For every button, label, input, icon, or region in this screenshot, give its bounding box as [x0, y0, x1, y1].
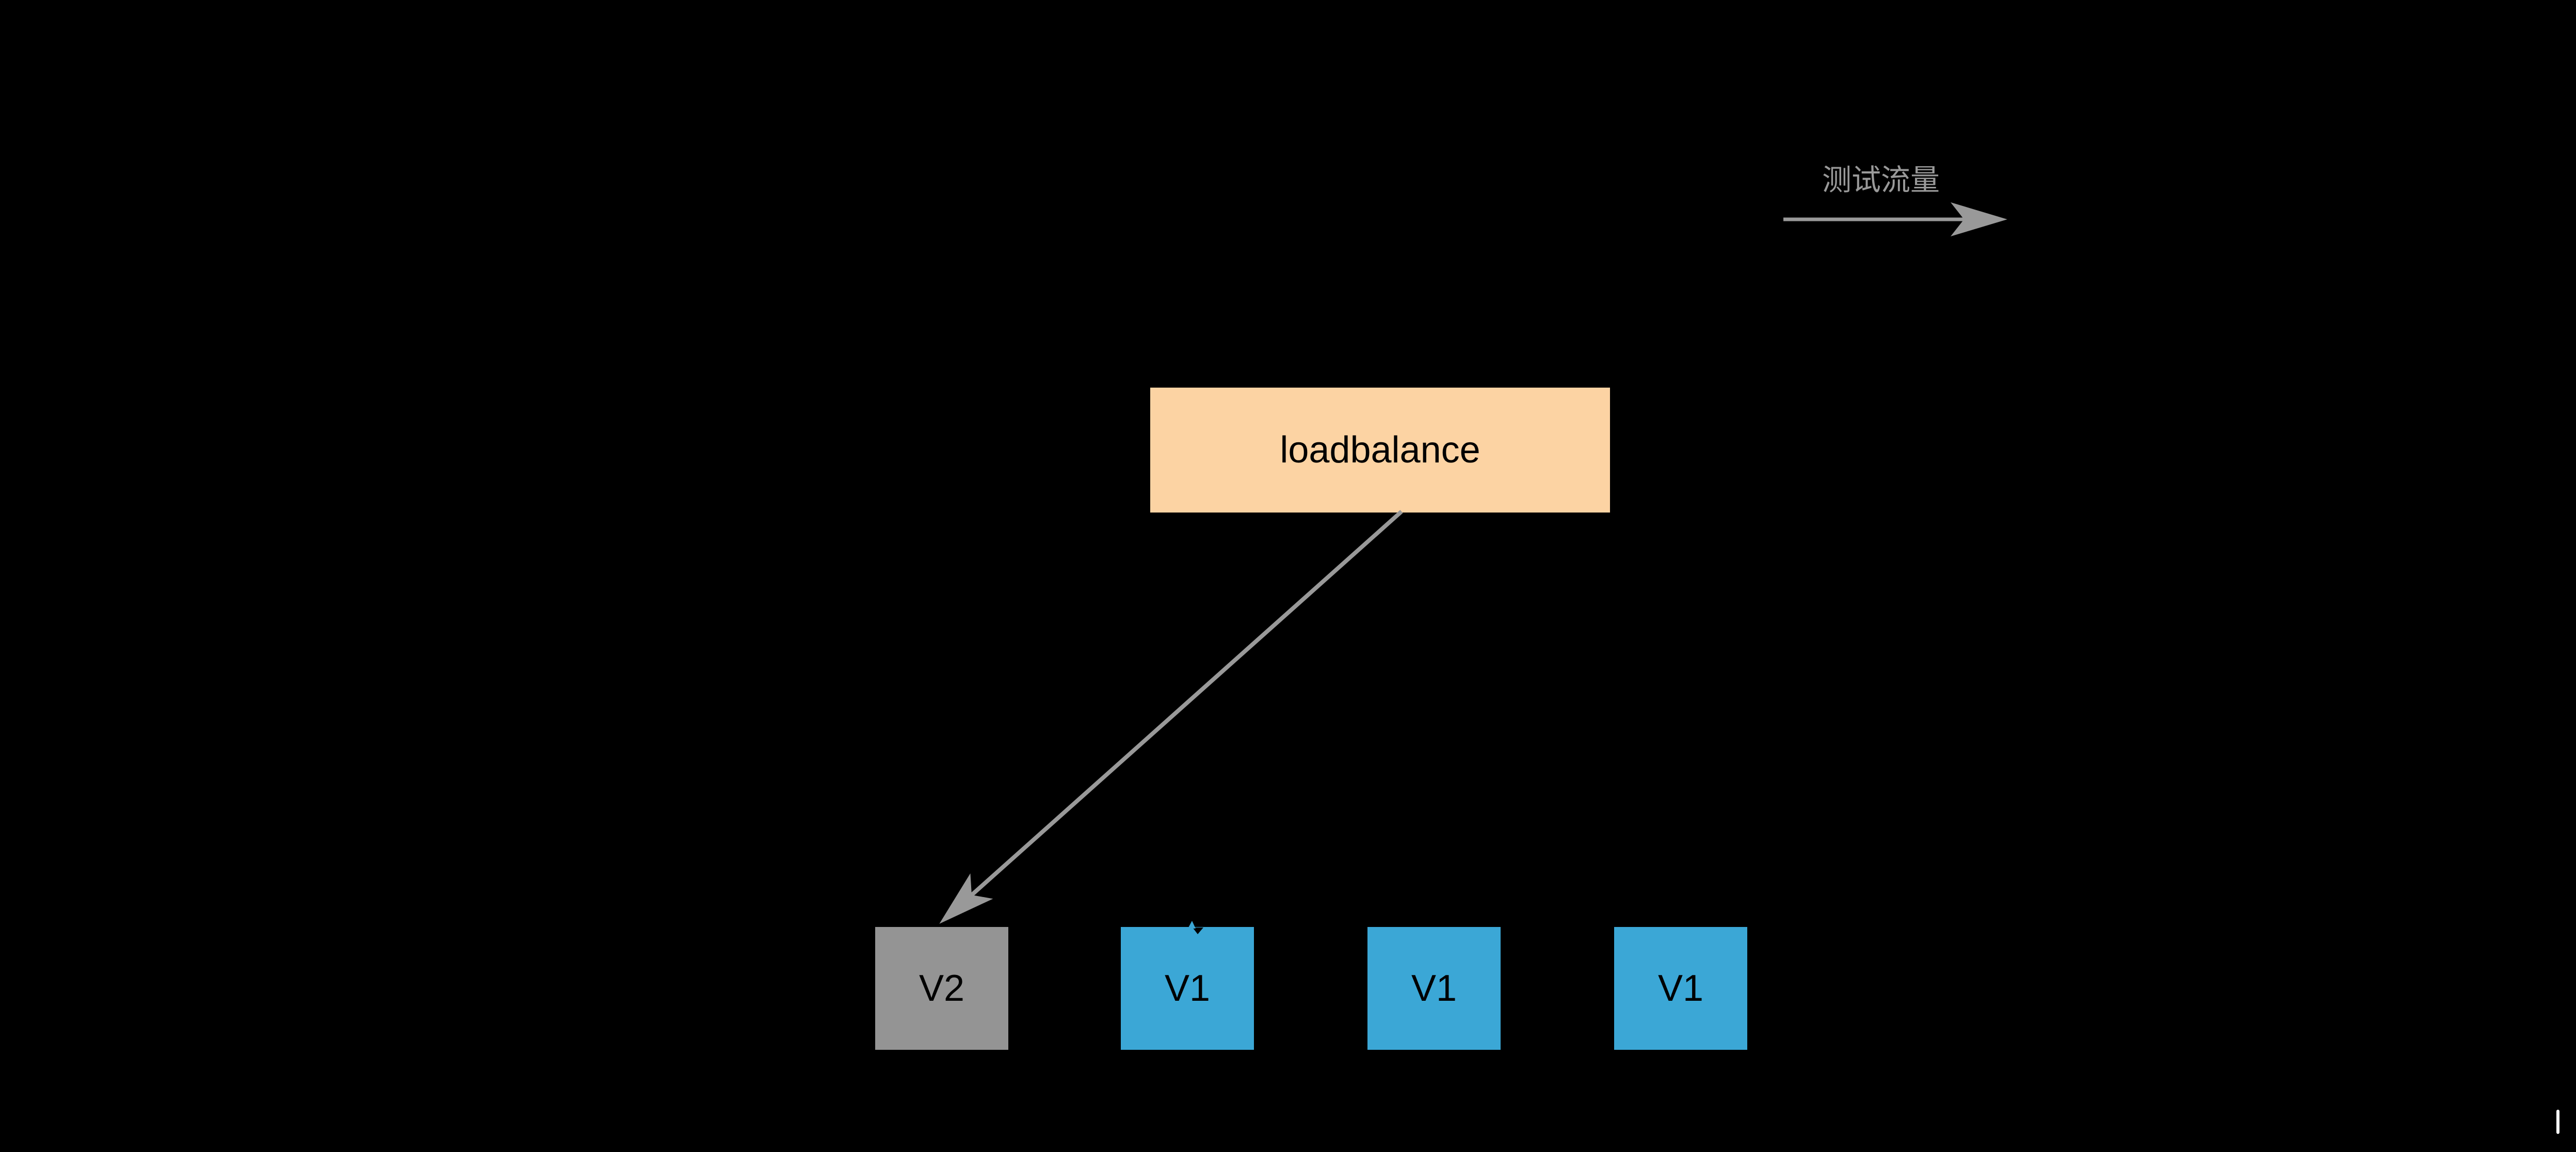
- loadbalance-label: loadbalance: [1280, 429, 1480, 471]
- node-v2-label: V2: [919, 968, 965, 1009]
- text-cursor: [2556, 1110, 2559, 1134]
- node-v2[interactable]: V2: [875, 927, 1008, 1050]
- node-v1-first[interactable]: V1: [1121, 927, 1254, 1050]
- node-v1-first-label: V1: [1164, 968, 1211, 1009]
- edge-loadbalance-to-v2[interactable]: [939, 510, 1403, 924]
- node-v1-third-label: V1: [1657, 968, 1704, 1009]
- node-v1-second[interactable]: V1: [1367, 927, 1501, 1050]
- test-traffic-label: 测试流量: [1822, 164, 1940, 197]
- node-v1-third[interactable]: V1: [1614, 927, 1747, 1050]
- loadbalance-node[interactable]: loadbalance: [1150, 388, 1610, 513]
- node-v1-second-label: V1: [1411, 968, 1457, 1009]
